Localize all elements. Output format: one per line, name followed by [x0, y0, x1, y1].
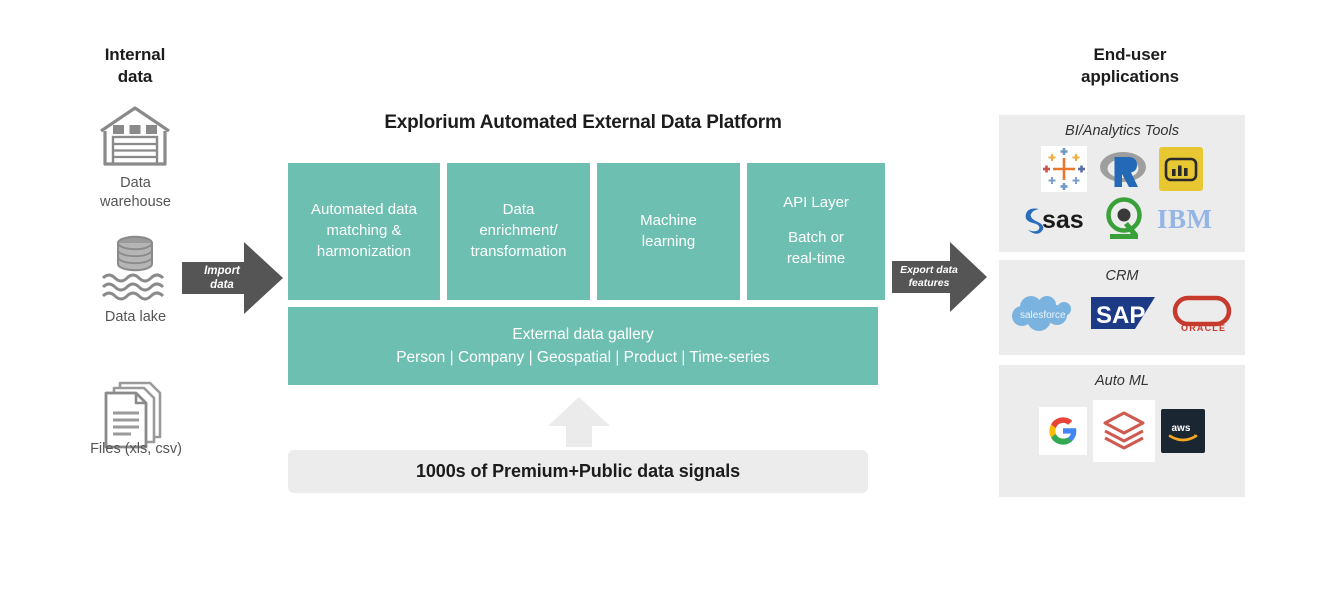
up-arrow-icon [546, 396, 612, 448]
capability-3-line2: learning [641, 232, 696, 250]
capability-box-automated-data-matching[interactable]: Automated data matching & harmonization [288, 163, 440, 300]
warehouse-icon [95, 103, 175, 169]
internal-data-heading-line2: data [117, 66, 153, 86]
panel-auto-ml-logo-grid: aws [999, 390, 1245, 463]
panel-bi-title: BI/Analytics Tools [1065, 123, 1179, 139]
import-arrow-line2: data [210, 279, 234, 291]
export-data-arrow-label: Export data features [892, 240, 962, 314]
warehouse-label-line1: Data [120, 175, 151, 191]
panel-crm: CRM salesforce [999, 260, 1245, 355]
ibm-logo-text: IBM [1157, 204, 1213, 234]
capability-box-data-enrichment[interactable]: Data enrichment/ transformation [447, 163, 590, 300]
internal-data-heading: Internal data [60, 44, 210, 88]
oracle-logo-text: ORACLE [1181, 323, 1226, 333]
capability-4-line3: Batch or [788, 229, 844, 247]
platform-title: Explorium Automated External Data Platfo… [384, 112, 782, 133]
panel-bi-analytics-tools: BI/Analytics Tools [999, 115, 1245, 252]
r-project-logo[interactable] [1097, 147, 1149, 191]
salesforce-logo-text: salesforce [1020, 310, 1066, 321]
oracle-logo[interactable]: ORACLE [1169, 292, 1235, 334]
data-lake-label: Data lake [104, 309, 167, 325]
premium-public-signals-bar[interactable]: 1000s of Premium+Public data signals [288, 450, 868, 493]
warehouse-label: Data warehouse [58, 174, 213, 212]
end-user-heading-line2: applications [1081, 66, 1179, 86]
aws-logo[interactable]: aws [1161, 409, 1205, 454]
capability-1-line1: Automated data [311, 201, 417, 219]
files-label: Files (xls, csv) [90, 441, 182, 457]
gallery-subtitle: Person | Company | Geospatial | Product … [396, 349, 770, 366]
google-logo[interactable] [1039, 407, 1087, 456]
sas-logo[interactable]: sas [1022, 203, 1092, 235]
sas-logo-text: sas [1042, 206, 1084, 234]
platform-block: Automated data matching & harmonization … [288, 163, 885, 385]
capability-1-line3: harmonization [316, 242, 412, 260]
capability-4-spacer [783, 214, 849, 228]
data-lake-icon [97, 233, 173, 303]
power-bi-logo[interactable] [1159, 147, 1203, 192]
panel-crm-title: CRM [1105, 268, 1139, 284]
import-data-arrow: Import data [182, 240, 284, 316]
panel-auto-ml: Auto ML [999, 365, 1245, 497]
panel-auto-ml-title: Auto ML [1095, 373, 1149, 389]
panel-crm-logo-grid: salesforce SAP ORACLE [999, 285, 1245, 335]
capability-4-line4: real-time [786, 249, 846, 267]
salesforce-logo[interactable]: salesforce [1009, 291, 1079, 335]
qlik-logo[interactable] [1102, 196, 1146, 242]
tableau-logo[interactable] [1041, 146, 1087, 193]
capability-3-line1: Machine [640, 211, 697, 229]
export-data-arrow: Export data features [892, 240, 988, 314]
capability-2-line2: enrichment/ [479, 222, 558, 240]
capability-row: Automated data matching & harmonization … [288, 163, 885, 300]
import-arrow-line1: Import [204, 264, 240, 277]
end-user-heading-line1: End-user [1093, 45, 1167, 64]
files-icon [98, 380, 178, 452]
capability-box-api-layer[interactable]: API Layer Batch or real-time [747, 163, 885, 300]
external-data-gallery-band[interactable]: External data gallery Person | Company |… [288, 307, 878, 385]
import-data-arrow-label: Import data [182, 240, 256, 316]
export-arrow-line1: Export data [900, 263, 958, 276]
internal-data-heading-line1: Internal [104, 45, 166, 64]
capability-box-machine-learning[interactable]: Machine learning [597, 163, 740, 300]
capability-2-line1: Data [502, 201, 535, 219]
aws-logo-text: aws [1172, 423, 1191, 434]
export-arrow-line2: features [908, 277, 950, 289]
capability-4-line1: API Layer [783, 194, 849, 212]
sap-logo-text: SAP [1096, 302, 1145, 329]
warehouse-label-line2: warehouse [100, 193, 171, 210]
capability-2-line3: transformation [470, 242, 567, 260]
ibm-logo[interactable]: IBM [1156, 204, 1222, 234]
end-user-applications-heading: End-user applications [1040, 44, 1220, 88]
gallery-title: External data gallery [512, 325, 654, 343]
databricks-logo[interactable] [1093, 400, 1155, 463]
sap-logo[interactable]: SAP [1091, 296, 1157, 330]
capability-1-line2: matching & [326, 222, 402, 240]
panel-bi-logo-grid: sas IBM [999, 140, 1245, 242]
